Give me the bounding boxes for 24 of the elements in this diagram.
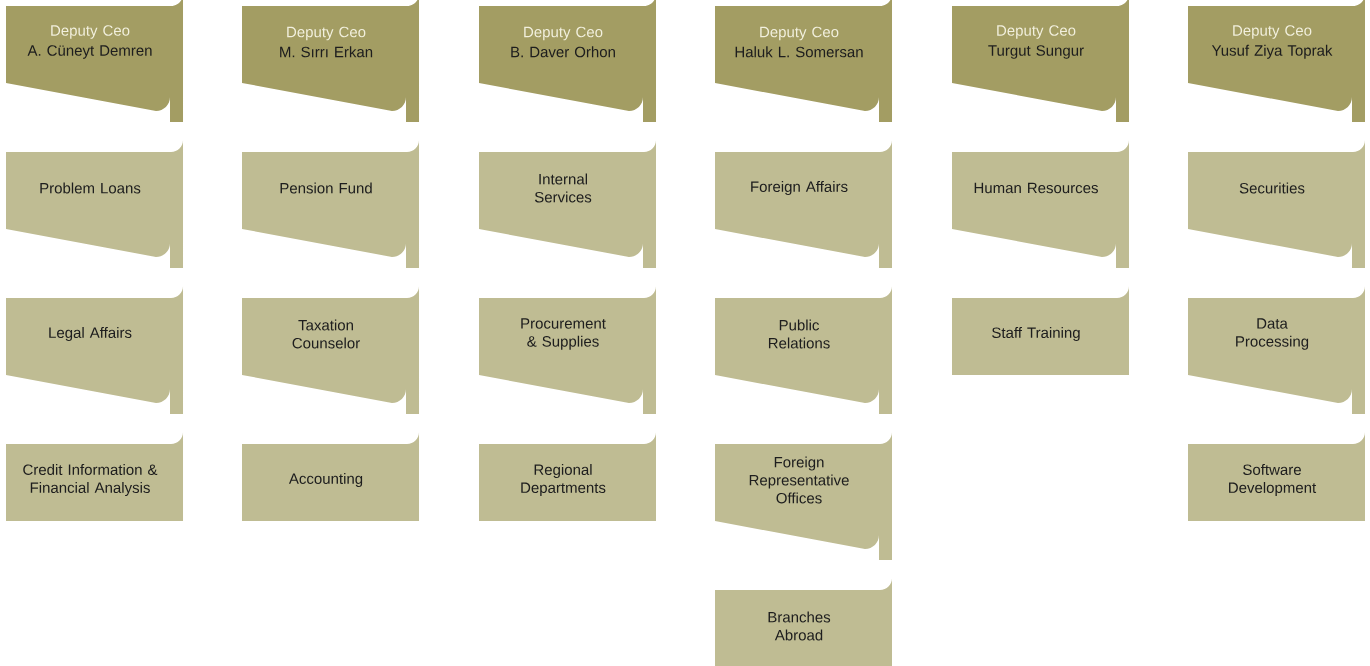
- department-box: Software Development: [1188, 432, 1365, 521]
- department-box: Legal Affairs: [6, 286, 183, 414]
- department-box: Problem Loans: [6, 140, 183, 268]
- executive-box: Deputy Ceo Turgut Sungur: [952, 0, 1129, 122]
- executive-box: Deputy Ceo B. Daver Orhon: [479, 0, 656, 122]
- department-box: Procurement & Supplies: [479, 286, 656, 414]
- department-box: Foreign Affairs: [715, 140, 892, 268]
- department-box: Credit Information & Financial Analysis: [6, 432, 183, 521]
- department-box: Staff Training: [952, 286, 1129, 375]
- department-box: Accounting: [242, 432, 419, 521]
- executive-box: Deputy Ceo M. Sırrı Erkan: [242, 0, 419, 122]
- department-box: Securities: [1188, 140, 1365, 268]
- department-box: Foreign Representative Offices: [715, 432, 892, 560]
- department-box: Regional Departments: [479, 432, 656, 521]
- department-box: Public Relations: [715, 286, 892, 414]
- executive-box: Deputy Ceo A. Cüneyt Demren: [6, 0, 183, 122]
- department-box: Data Processing: [1188, 286, 1365, 414]
- executive-box: Deputy Ceo Yusuf Ziya Toprak: [1188, 0, 1365, 122]
- department-box: Branches Abroad: [715, 578, 892, 666]
- department-box: Pension Fund: [242, 140, 419, 268]
- department-box: Internal Services: [479, 140, 656, 268]
- department-box: Human Resources: [952, 140, 1129, 268]
- department-box: Taxation Counselor: [242, 286, 419, 414]
- executive-box: Deputy Ceo Haluk L. Somersan: [715, 0, 892, 122]
